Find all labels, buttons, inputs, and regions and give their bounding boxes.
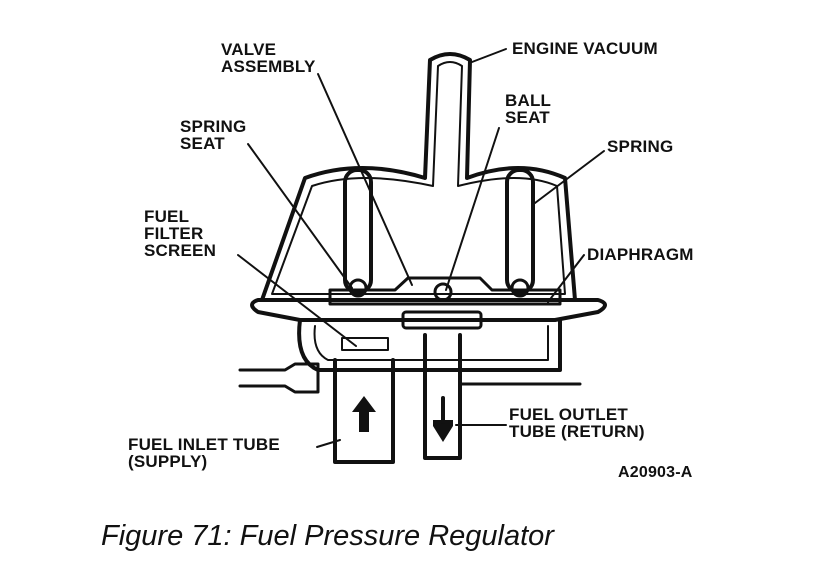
label-fuel-outlet-tube: FUEL OUTLET TUBE (RETURN): [509, 405, 645, 441]
ball-seat-ball: [433, 282, 453, 302]
label-valve-assembly: VALVE ASSEMBLY: [221, 40, 316, 76]
diaphragm-flange: [250, 298, 607, 322]
leader-spring: [534, 150, 605, 204]
left-spring: [343, 168, 373, 294]
leader-engine-vacuum: [471, 48, 507, 63]
lower-housing-inner: [313, 325, 549, 361]
leader-diaphragm: [547, 254, 585, 303]
inlet-side-fitting: [238, 362, 320, 394]
outlet-tube: [423, 333, 462, 460]
valve-assembly-body: [401, 310, 483, 330]
diaphragm-plate: [328, 276, 562, 306]
label-fuel-filter-screen: FUEL FILTER SCREEN: [144, 207, 217, 260]
label-engine-vacuum: ENGINE VACUUM: [512, 39, 658, 58]
label-fuel-inlet-tube: FUEL INLET TUBE (SUPPLY): [128, 435, 280, 471]
figure-caption: Figure 71: Fuel Pressure Regulator: [101, 520, 554, 552]
right-spring-seat: [510, 278, 530, 298]
leader-fuel-inlet: [316, 439, 341, 448]
leader-spring-seat: [247, 143, 353, 289]
left-spring-seat: [348, 278, 368, 298]
leader-valve-assembly: [317, 73, 413, 286]
leader-ball-seat: [445, 127, 500, 291]
leader-fuel-filter-screen: [237, 254, 357, 347]
label-ball-seat: BALL SEAT: [505, 91, 552, 127]
label-spring: SPRING: [607, 137, 674, 156]
part-code: A20903-A: [618, 464, 693, 481]
upper-housing-inner: [271, 61, 566, 295]
label-diaphragm: DIAPHRAGM: [587, 245, 694, 264]
label-spring-seat: SPRING SEAT: [180, 117, 247, 153]
inlet-flow-arrow: [352, 396, 376, 432]
outlet-flow-arrow: [433, 420, 453, 442]
inlet-filter-screen: [341, 337, 389, 351]
inlet-tube: [333, 358, 395, 464]
upper-housing-outer: [260, 52, 577, 302]
right-spring: [505, 168, 535, 294]
